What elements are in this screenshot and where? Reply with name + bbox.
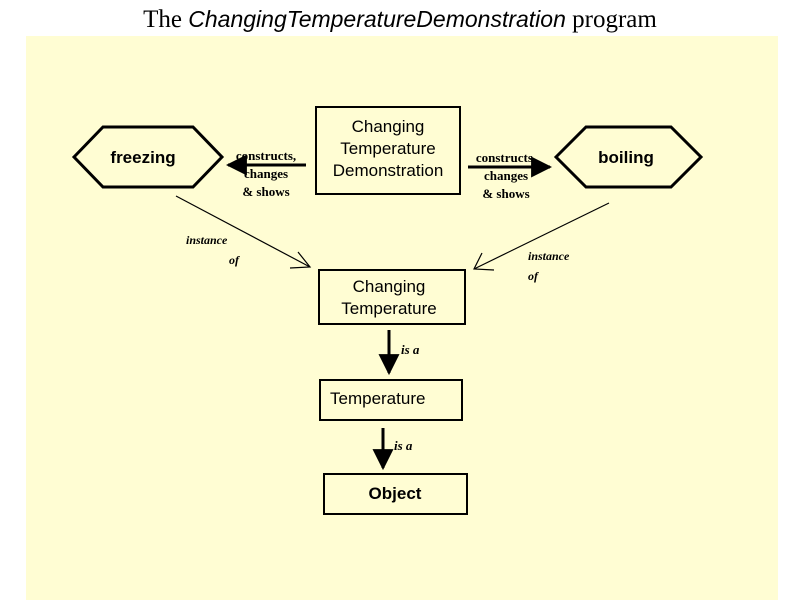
edge-changing-temperature-is-a: is a bbox=[378, 330, 420, 376]
node-changing-temperature: Changing Temperature bbox=[318, 269, 466, 325]
object-label: Object bbox=[369, 484, 422, 503]
node-temperature: Temperature bbox=[319, 379, 463, 421]
left-constructs-line-3: & shows bbox=[242, 184, 289, 199]
edge-demo-to-freezing: constructs, changes & shows bbox=[225, 148, 306, 199]
isa-2-label: is a bbox=[394, 438, 413, 453]
page-title: The ChangingTemperatureDemonstration pro… bbox=[0, 6, 800, 34]
diagram-panel: Changing Temperature Demonstration freez… bbox=[26, 36, 778, 600]
right-constructs-line-2: changes bbox=[484, 168, 528, 183]
right-instance-line-2: of bbox=[528, 269, 539, 283]
edge-temperature-is-a: is a bbox=[372, 428, 413, 471]
title-suffix: program bbox=[572, 6, 657, 33]
boiling-label: boiling bbox=[598, 148, 654, 167]
title-program-name: ChangingTemperatureDemonstration bbox=[188, 6, 566, 32]
title-prefix: The bbox=[143, 6, 183, 33]
changing-temperature-line-1: Changing bbox=[353, 277, 426, 296]
right-instance-line-1: instance bbox=[528, 249, 570, 263]
right-constructs-line-1: constructs, bbox=[476, 150, 536, 165]
temperature-label: Temperature bbox=[330, 389, 425, 408]
right-constructs-line-3: & shows bbox=[482, 186, 529, 201]
changing-temperature-line-2: Temperature bbox=[341, 299, 436, 318]
left-instance-line-2: of bbox=[229, 253, 240, 267]
node-object: Object bbox=[323, 473, 468, 515]
class-diagram: Changing Temperature Demonstration freez… bbox=[71, 106, 704, 515]
edge-demo-to-boiling: constructs, changes & shows bbox=[468, 150, 553, 201]
node-boiling: boiling bbox=[553, 125, 704, 189]
node-freezing: freezing bbox=[71, 125, 225, 189]
left-constructs-line-1: constructs, bbox=[236, 148, 296, 163]
left-instance-line-1: instance bbox=[186, 233, 228, 247]
demo-line-2: Temperature bbox=[340, 139, 435, 158]
freezing-label: freezing bbox=[110, 148, 175, 167]
demo-line-3: Demonstration bbox=[333, 161, 444, 180]
isa-1-label: is a bbox=[401, 342, 420, 357]
left-constructs-line-2: changes bbox=[244, 166, 288, 181]
node-changing-temperature-demonstration: Changing Temperature Demonstration bbox=[315, 106, 461, 195]
edge-boiling-instance-of: instance of bbox=[473, 202, 610, 283]
edge-freezing-instance-of: instance of bbox=[175, 195, 312, 269]
demo-line-1: Changing bbox=[352, 117, 425, 136]
